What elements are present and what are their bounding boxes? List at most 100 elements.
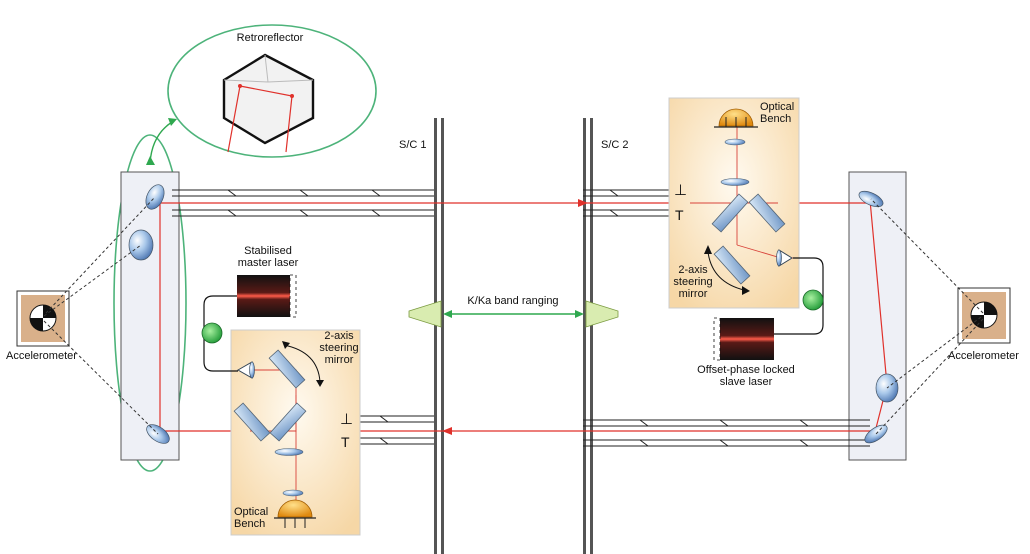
baffle bbox=[299, 209, 309, 217]
beam-splitter-sc1-a bbox=[233, 402, 271, 442]
arrowhead bbox=[443, 310, 452, 318]
baffle bbox=[299, 189, 309, 197]
arrowhead bbox=[282, 341, 290, 349]
accelerometer-target-quadrant bbox=[984, 302, 997, 315]
upper-left-tube bbox=[172, 189, 434, 217]
laser-fins bbox=[713, 317, 721, 361]
steering-arrow-sc1 bbox=[283, 344, 321, 383]
baffle bbox=[639, 439, 649, 447]
retroreflector-edge bbox=[264, 54, 269, 83]
baffle bbox=[371, 189, 381, 197]
sc1-label: S/C 1 bbox=[399, 139, 427, 151]
accelerometer-sc2: Accelerometer bbox=[870, 198, 1019, 435]
baffle bbox=[639, 419, 649, 427]
accelerometer-label-sc1: Accelerometer bbox=[6, 350, 77, 362]
baffle bbox=[227, 209, 237, 217]
accelerometer-link bbox=[43, 244, 142, 317]
steering-arrow-sc2 bbox=[707, 251, 745, 291]
ranging-antenna-sc2 bbox=[585, 300, 619, 328]
baffle bbox=[719, 419, 729, 427]
retroreflector-beam-in bbox=[227, 85, 293, 153]
mirror-sc1-top bbox=[145, 184, 165, 210]
tee-symbol-sc2: T bbox=[675, 207, 684, 223]
steering-mirror-sc1 bbox=[268, 349, 306, 389]
arrowhead bbox=[742, 286, 750, 295]
lens-sc1-lower bbox=[282, 489, 304, 497]
upper-right-tube bbox=[583, 189, 670, 217]
beam-splitter-sc1-b bbox=[269, 402, 307, 442]
baffle bbox=[371, 209, 381, 217]
accelerometer-target-quadrant bbox=[30, 318, 43, 331]
slave-laser bbox=[717, 318, 774, 360]
fiber-coupler-sc2 bbox=[802, 289, 824, 311]
accelerometer-sc1: Accelerometer bbox=[6, 196, 159, 435]
beam-spot bbox=[290, 94, 294, 98]
accelerometer-link bbox=[43, 320, 159, 435]
sc2-label: S/C 2 bbox=[601, 139, 629, 151]
arrowhead bbox=[316, 380, 324, 387]
accelerometer-label-sc2: Accelerometer bbox=[948, 350, 1019, 362]
beam-splitter-sc2-a bbox=[711, 193, 749, 233]
retroreflector-edge bbox=[223, 79, 269, 83]
arrowhead bbox=[146, 156, 155, 165]
beam-spot bbox=[238, 84, 242, 88]
accelerometer-link bbox=[875, 318, 984, 435]
right-mirror-panel bbox=[848, 171, 907, 461]
left-mirror-panel bbox=[120, 171, 180, 461]
slave-fiber bbox=[773, 257, 824, 335]
lens-sc1-upper bbox=[274, 448, 304, 456]
perp-symbol-sc2: ⊥ bbox=[674, 182, 687, 199]
forward-beam-arrow bbox=[578, 199, 588, 207]
ranging-label: K/Ka band ranging bbox=[467, 295, 558, 307]
accelerometer-target-quadrant bbox=[971, 315, 984, 328]
steering-mirror-sc2 bbox=[713, 245, 751, 285]
lower-left-tube bbox=[360, 415, 434, 445]
arrowhead bbox=[575, 310, 584, 318]
baffle bbox=[227, 189, 237, 197]
sc1-wall-left bbox=[434, 118, 437, 554]
arrowhead bbox=[704, 245, 712, 254]
laser-fins bbox=[289, 274, 297, 318]
fiber-coupler-sc1 bbox=[201, 322, 223, 344]
master-laser bbox=[237, 275, 295, 317]
perp-symbol-sc1: ⊥ bbox=[340, 411, 353, 428]
baffle bbox=[799, 419, 809, 427]
sc1-wall-right bbox=[441, 118, 444, 554]
photodetector-sc1 bbox=[277, 499, 313, 518]
accelerometer-link bbox=[45, 196, 156, 314]
retroreflector-inset: Retroreflector bbox=[167, 24, 377, 158]
arrowhead bbox=[168, 118, 177, 126]
ka-band-ranging: K/Ka band ranging bbox=[408, 295, 619, 328]
baffle bbox=[799, 439, 809, 447]
lens-sc2-lower bbox=[720, 178, 750, 186]
mirror-sc2-bottom bbox=[864, 424, 888, 444]
lower-right-tube bbox=[583, 419, 870, 447]
beam-splitter-sc2-b bbox=[748, 193, 786, 233]
ranging-antenna-sc1 bbox=[408, 300, 442, 328]
retroreflector-edge bbox=[267, 79, 314, 83]
inset-link-arrow bbox=[146, 118, 177, 165]
baffle bbox=[609, 209, 619, 217]
sc2-wall-right bbox=[590, 118, 593, 554]
mirror-assembly-highlight bbox=[113, 134, 187, 472]
mirror-sc1-mid bbox=[128, 229, 154, 261]
baffle bbox=[379, 437, 389, 445]
lens-sc2-upper bbox=[724, 138, 746, 146]
collimator-lens bbox=[249, 361, 255, 379]
sc2-wall-left bbox=[583, 118, 586, 554]
baffle bbox=[609, 189, 619, 197]
accelerometer-link bbox=[870, 198, 984, 314]
baffle bbox=[379, 415, 389, 423]
return-beam-arrow bbox=[442, 427, 452, 435]
